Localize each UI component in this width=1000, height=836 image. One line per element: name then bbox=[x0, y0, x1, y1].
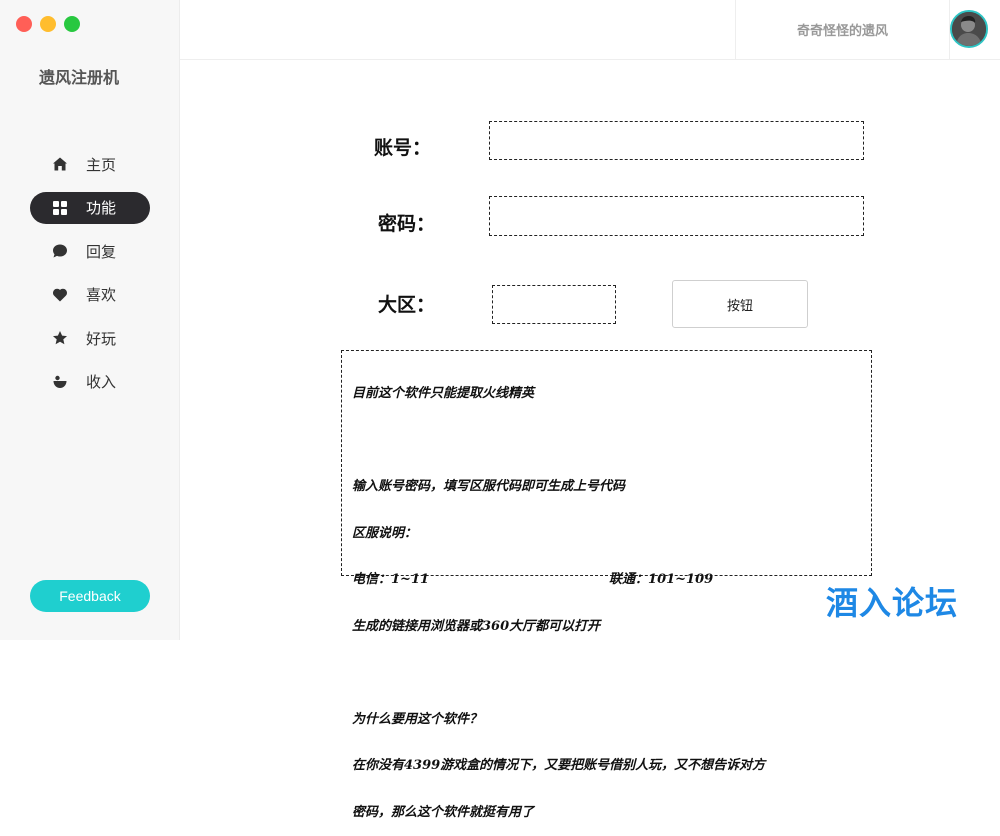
sidebar-item-label: 功能 bbox=[86, 199, 117, 217]
info-line: 在你没有4399游戏盒的情况下，又要把账号借别人玩，又不想告诉对方 bbox=[352, 758, 766, 773]
user-name[interactable]: 奇奇怪怪的遗风 bbox=[735, 0, 950, 59]
window-controls bbox=[16, 16, 80, 32]
sidebar: 遗风注册机 主页 功能 回复 喜欢 bbox=[0, 0, 180, 640]
info-textarea[interactable]: 目前这个软件只能提取火线精英 输入账号密码，填写区服代码即可生成上号代码 区服说… bbox=[341, 350, 872, 820]
info-unicom: 联通：101~109 bbox=[609, 572, 714, 587]
password-label: 密码： bbox=[378, 213, 436, 235]
info-line bbox=[352, 433, 861, 449]
info-line: 电信：1~11 联通：101~109 bbox=[352, 572, 861, 588]
sidebar-item-like[interactable]: 喜欢 bbox=[30, 279, 150, 311]
avatar-image bbox=[952, 12, 986, 46]
sidebar-item-income[interactable]: 收入 bbox=[30, 366, 150, 398]
home-icon bbox=[52, 156, 68, 172]
info-line: 区服说明： bbox=[352, 525, 418, 541]
sidebar-item-home[interactable]: 主页 bbox=[30, 148, 150, 180]
chat-icon bbox=[52, 243, 68, 259]
sidebar-item-label: 喜欢 bbox=[86, 286, 117, 304]
sidebar-nav: 主页 功能 回复 喜欢 好玩 bbox=[30, 148, 150, 409]
star-icon bbox=[52, 330, 68, 346]
minimize-window-button[interactable] bbox=[40, 16, 56, 32]
sidebar-item-label: 主页 bbox=[86, 155, 117, 174]
feedback-button[interactable]: Feedback bbox=[30, 580, 150, 612]
password-input[interactable] bbox=[489, 196, 864, 236]
sidebar-item-fun[interactable]: 好玩 bbox=[30, 322, 150, 354]
sidebar-item-label: 回复 bbox=[86, 242, 117, 261]
sidebar-item-label: 好玩 bbox=[86, 329, 117, 348]
info-line bbox=[352, 665, 861, 681]
info-line: 输入账号密码，填写区服代码即可生成上号代码 bbox=[352, 479, 626, 494]
info-line: 目前这个软件只能提取火线精英 bbox=[352, 386, 535, 401]
app-title: 遗风注册机 bbox=[38, 68, 119, 87]
sidebar-item-label: 收入 bbox=[86, 373, 117, 391]
info-line: 生成的链接用浏览器或360大厅都可以打开 bbox=[352, 618, 601, 634]
watermark-logo: 酒入论坛 bbox=[826, 584, 959, 622]
region-input[interactable] bbox=[492, 285, 616, 324]
generate-button[interactable]: 按钮 bbox=[672, 280, 808, 328]
region-label: 大区： bbox=[378, 294, 436, 316]
sidebar-item-reply[interactable]: 回复 bbox=[30, 235, 150, 267]
account-label: 账号： bbox=[374, 137, 432, 159]
account-input[interactable] bbox=[489, 121, 864, 160]
top-bar: 奇奇怪怪的遗风 bbox=[180, 0, 1000, 60]
grid-icon bbox=[52, 200, 68, 216]
sidebar-item-features[interactable]: 功能 bbox=[30, 191, 150, 224]
bowl-icon bbox=[52, 374, 68, 390]
info-telecom: 电信：1~11 bbox=[352, 572, 430, 587]
heart-icon bbox=[52, 287, 68, 303]
close-window-button[interactable] bbox=[16, 16, 32, 32]
info-line: 密码，那么这个软件就挺有用了 bbox=[352, 804, 535, 820]
info-line: 为什么要用这个软件？ bbox=[352, 711, 483, 727]
maximize-window-button[interactable] bbox=[64, 16, 80, 32]
avatar[interactable] bbox=[950, 10, 988, 48]
